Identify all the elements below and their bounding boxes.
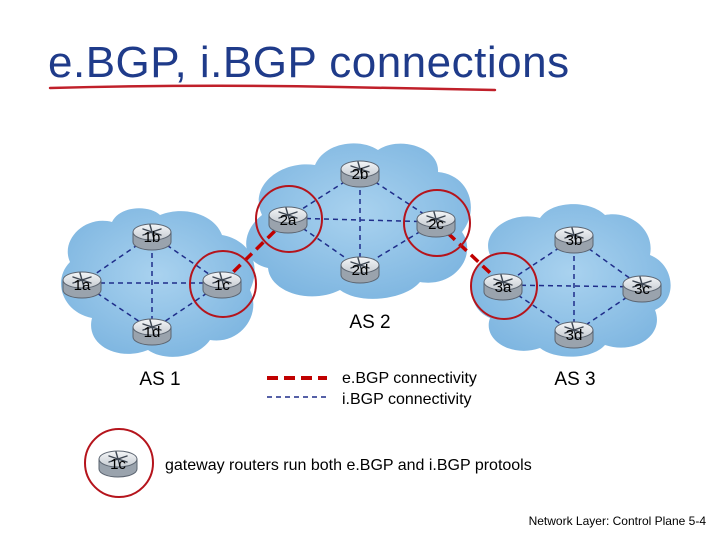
router-1c: 1c [202,271,242,299]
gateway-circle-2a [255,185,323,253]
router-2b: 2b [340,160,380,188]
router-2b-label: 2b [352,166,369,183]
gateway-circle-1c [189,250,257,318]
router-1d: 1d [132,318,172,346]
ibgp-link-2a-2c [287,217,437,223]
router-1d-label: 1d [144,324,161,341]
router-2c: 2c [416,210,456,238]
gateway-circle-2c [403,189,471,257]
router-1b: 1b [132,223,172,251]
as3-cloud [471,204,671,357]
router-3d: 3d [554,321,594,349]
legend-gateway-circle [84,428,154,498]
legend-ibgp-label: i.BGP connectivity [342,391,472,408]
router-3a: 3a [483,273,523,301]
slide-footer: Network Layer: Control Plane 5-4 [528,514,706,528]
router-3c-label: 3c [634,281,650,298]
as-label-3: AS 3 [554,369,595,390]
legend-gateway-note: gateway routers run both e.BGP and i.BGP… [165,457,532,474]
as-label-1: AS 1 [139,369,180,390]
router-1b-label: 1b [144,229,161,246]
slide-title: e.BGP, i.BGP connections [48,38,570,87]
legend-ebgp-label: e.BGP connectivity [342,370,477,387]
router-2d: 2d [340,256,380,284]
router-1a-label: 1a [74,277,91,294]
router-2d-label: 2d [352,262,369,279]
gateway-circle-3a [470,252,538,320]
router-3a-label: 3a [495,279,512,296]
router-2c-label: 2c [428,216,444,233]
legend-gateway-router-label: 1c [110,456,126,473]
router-2a-label: 2a [280,212,297,229]
router-3d-label: 3d [566,327,583,344]
legend-gateway-router: 1c [98,450,138,478]
as-label-2: AS 2 [349,312,390,333]
as2-cloud [246,143,471,299]
router-1c-label: 1c [214,277,230,294]
router-1a: 1a [62,271,102,299]
router-2a: 2a [268,206,308,234]
router-3b: 3b [554,226,594,254]
router-3b-label: 3b [566,232,583,249]
router-3c: 3c [622,275,662,303]
